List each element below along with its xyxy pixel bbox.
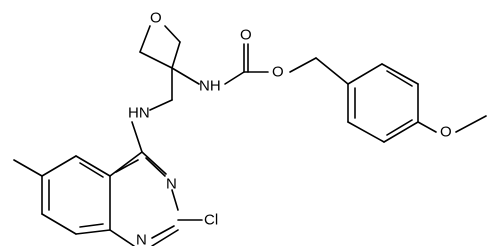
pyrimidine-n-bottom-label: N [136, 232, 147, 246]
bond [151, 225, 175, 239]
chlorine-label: Cl [204, 212, 218, 229]
bond [315, 57, 349, 85]
bond [109, 229, 135, 246]
bond [171, 67, 200, 85]
bond [145, 157, 166, 177]
bond [164, 25, 181, 43]
carbamate-nh-label: NH [199, 78, 221, 95]
bond [381, 63, 419, 85]
bond [41, 213, 77, 235]
bond [131, 121, 143, 153]
bond [75, 229, 111, 235]
amine-hn-label: HN [128, 105, 150, 122]
bond [109, 151, 143, 177]
bond [139, 25, 151, 53]
bond [347, 63, 383, 85]
ester-oxygen-label: O [272, 64, 284, 81]
bond [141, 151, 167, 175]
bond [386, 119, 413, 136]
bond [151, 229, 179, 246]
bond-set [13, 25, 487, 246]
bond [79, 223, 104, 228]
bond [13, 159, 43, 177]
bond [386, 70, 413, 87]
bond [115, 159, 139, 173]
bond [79, 162, 104, 178]
carbonyl-oxygen-label: O [240, 27, 252, 44]
oxetane-oxygen-label: O [150, 10, 162, 27]
bond [41, 155, 77, 177]
bond [224, 71, 245, 85]
bond [455, 115, 487, 133]
bond [417, 121, 437, 133]
bond [289, 57, 317, 73]
bond [139, 51, 173, 69]
methoxy-oxygen-label: O [440, 124, 452, 141]
bond [383, 121, 419, 143]
bond [171, 41, 181, 69]
bond [149, 99, 173, 111]
bond [347, 121, 385, 143]
bond [75, 155, 111, 177]
bond [171, 189, 179, 211]
atom-labels: O NH O O O HN N N Cl [128, 10, 452, 246]
pyrimidine-n-top-label: N [166, 176, 177, 193]
